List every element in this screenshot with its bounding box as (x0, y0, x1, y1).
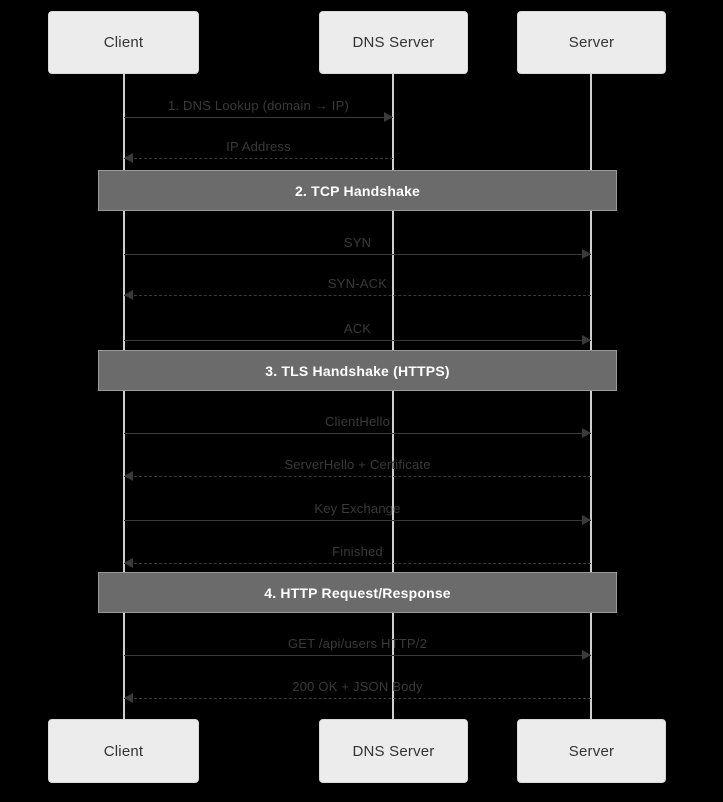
message-label: Finished (332, 544, 383, 559)
participant-label: Server (569, 743, 614, 760)
message-label: IP Address (226, 139, 291, 154)
message-line (124, 295, 591, 296)
arrow-head-right-icon (582, 515, 591, 525)
arrow-head-right-icon (582, 249, 591, 259)
message-line (124, 655, 591, 656)
message-line (124, 117, 393, 118)
participant-label: Client (104, 743, 144, 760)
participant-top-client[interactable]: Client (48, 11, 199, 74)
message-label: 200 OK + JSON Body (292, 679, 422, 694)
arrow-head-left-icon (124, 290, 133, 300)
arrow-head-right-icon (582, 650, 591, 660)
message-line (124, 698, 591, 699)
message-line (124, 158, 393, 159)
participant-bottom-client[interactable]: Client (48, 719, 199, 783)
message-label: ClientHello (325, 414, 390, 429)
message-line (124, 520, 591, 521)
arrow-head-right-icon (384, 112, 393, 122)
message-label: SYN-ACK (328, 276, 387, 291)
section-bar-http: 4. HTTP Request/Response (98, 572, 617, 613)
message-label: ACK (344, 321, 371, 336)
participant-label: Server (569, 34, 614, 51)
message-label: Key Exchange (314, 501, 400, 516)
message-label: 1. DNS Lookup (domain → IP) (168, 98, 349, 113)
section-bar-tls: 3. TLS Handshake (HTTPS) (98, 350, 617, 391)
arrow-head-left-icon (124, 153, 133, 163)
participant-bottom-dns[interactable]: DNS Server (319, 719, 468, 783)
arrow-head-left-icon (124, 471, 133, 481)
arrow-head-right-icon (582, 428, 591, 438)
participant-label: DNS Server (352, 743, 434, 760)
arrow-head-left-icon (124, 693, 133, 703)
participant-label: DNS Server (352, 34, 434, 51)
message-line (124, 433, 591, 434)
message-label: SYN (344, 235, 371, 250)
participant-bottom-server[interactable]: Server (517, 719, 666, 783)
section-bar-label: 3. TLS Handshake (HTTPS) (265, 363, 450, 379)
participant-top-server[interactable]: Server (517, 11, 666, 74)
message-line (124, 476, 591, 477)
section-bar-label: 4. HTTP Request/Response (264, 585, 451, 601)
message-line (124, 340, 591, 341)
arrow-head-left-icon (124, 558, 133, 568)
message-label: ServerHello + Certificate (284, 457, 430, 472)
message-label: GET /api/users HTTP/2 (288, 636, 427, 651)
arrow-head-right-icon (582, 335, 591, 345)
participant-label: Client (104, 34, 144, 51)
section-bar-label: 2. TCP Handshake (295, 183, 420, 199)
section-bar-tcp: 2. TCP Handshake (98, 170, 617, 211)
message-line (124, 254, 591, 255)
participant-top-dns[interactable]: DNS Server (319, 11, 468, 74)
message-line (124, 563, 591, 564)
